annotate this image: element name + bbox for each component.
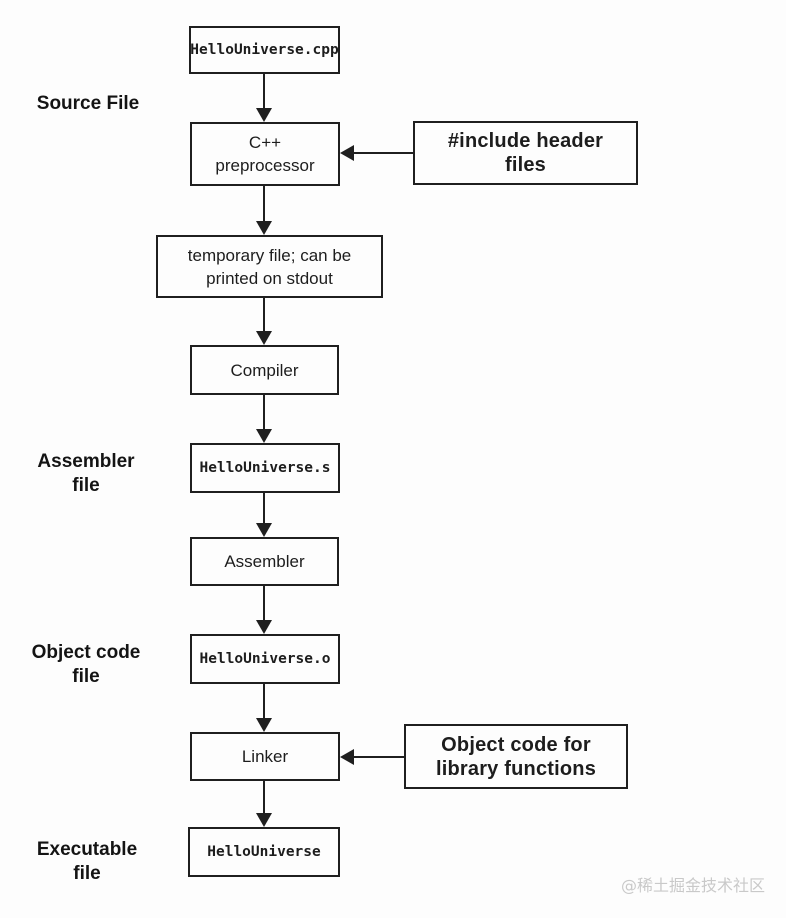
arrow-source-to-preprocessor-icon <box>256 74 272 122</box>
arrow-shaft <box>263 684 265 720</box>
node-include-headers-box: #include header files <box>413 121 638 185</box>
node-assembler-file-box: HelloUniverse.s <box>190 443 340 493</box>
arrow-shaft <box>263 395 265 431</box>
arrow-linker-to-executable-icon <box>256 781 272 827</box>
arrow-assembler-to-objectfile-icon <box>256 586 272 634</box>
node-temp-file-box: temporary file; can be printed on stdout <box>156 235 383 298</box>
node-preprocessor-box: C++ preprocessor <box>190 122 340 186</box>
arrow-headers-to-preprocessor-icon <box>340 145 413 161</box>
node-assembler-box: Assembler <box>190 537 339 586</box>
node-object-file-box: HelloUniverse.o <box>190 634 340 684</box>
arrow-head-left-icon <box>340 749 354 765</box>
node-source-file-box: HelloUniverse.cpp <box>189 26 340 74</box>
side-label-object-code-file: Object code file <box>31 642 141 687</box>
arrow-compiler-to-assemblerfile-icon <box>256 395 272 443</box>
node-object-code-lib-box: Object code for library functions <box>404 724 628 789</box>
arrow-shaft <box>263 298 265 333</box>
watermark-text: @稀土掘金技术社区 <box>620 876 765 895</box>
arrow-head-down-icon <box>256 331 272 345</box>
node-compiler-box: Compiler <box>190 345 339 395</box>
arrow-head-down-icon <box>256 429 272 443</box>
arrow-objectcodelib-to-linker-icon <box>340 749 404 765</box>
arrow-preprocessor-to-tempfile-icon <box>256 186 272 235</box>
arrow-shaft <box>263 781 265 815</box>
arrow-head-down-icon <box>256 813 272 827</box>
arrow-shaft <box>352 756 404 758</box>
arrow-shaft <box>263 493 265 525</box>
arrow-head-down-icon <box>256 221 272 235</box>
side-label-executable-file: Executable file <box>36 839 138 884</box>
arrow-head-down-icon <box>256 108 272 122</box>
side-label-source-file: Source File <box>36 93 140 114</box>
arrow-shaft <box>263 186 265 223</box>
arrow-head-down-icon <box>256 523 272 537</box>
arrow-head-down-icon <box>256 718 272 732</box>
side-label-assembler-file: Assembler file <box>37 451 135 496</box>
arrow-shaft <box>263 74 265 110</box>
node-linker-box: Linker <box>190 732 340 781</box>
arrow-assemblerfile-to-assembler-icon <box>256 493 272 537</box>
arrow-head-down-icon <box>256 620 272 634</box>
arrow-shaft <box>263 586 265 622</box>
arrow-objectfile-to-linker-icon <box>256 684 272 732</box>
arrow-shaft <box>352 152 413 154</box>
node-executable-box: HelloUniverse <box>188 827 340 877</box>
arrow-tempfile-to-compiler-icon <box>256 298 272 345</box>
arrow-head-left-icon <box>340 145 354 161</box>
